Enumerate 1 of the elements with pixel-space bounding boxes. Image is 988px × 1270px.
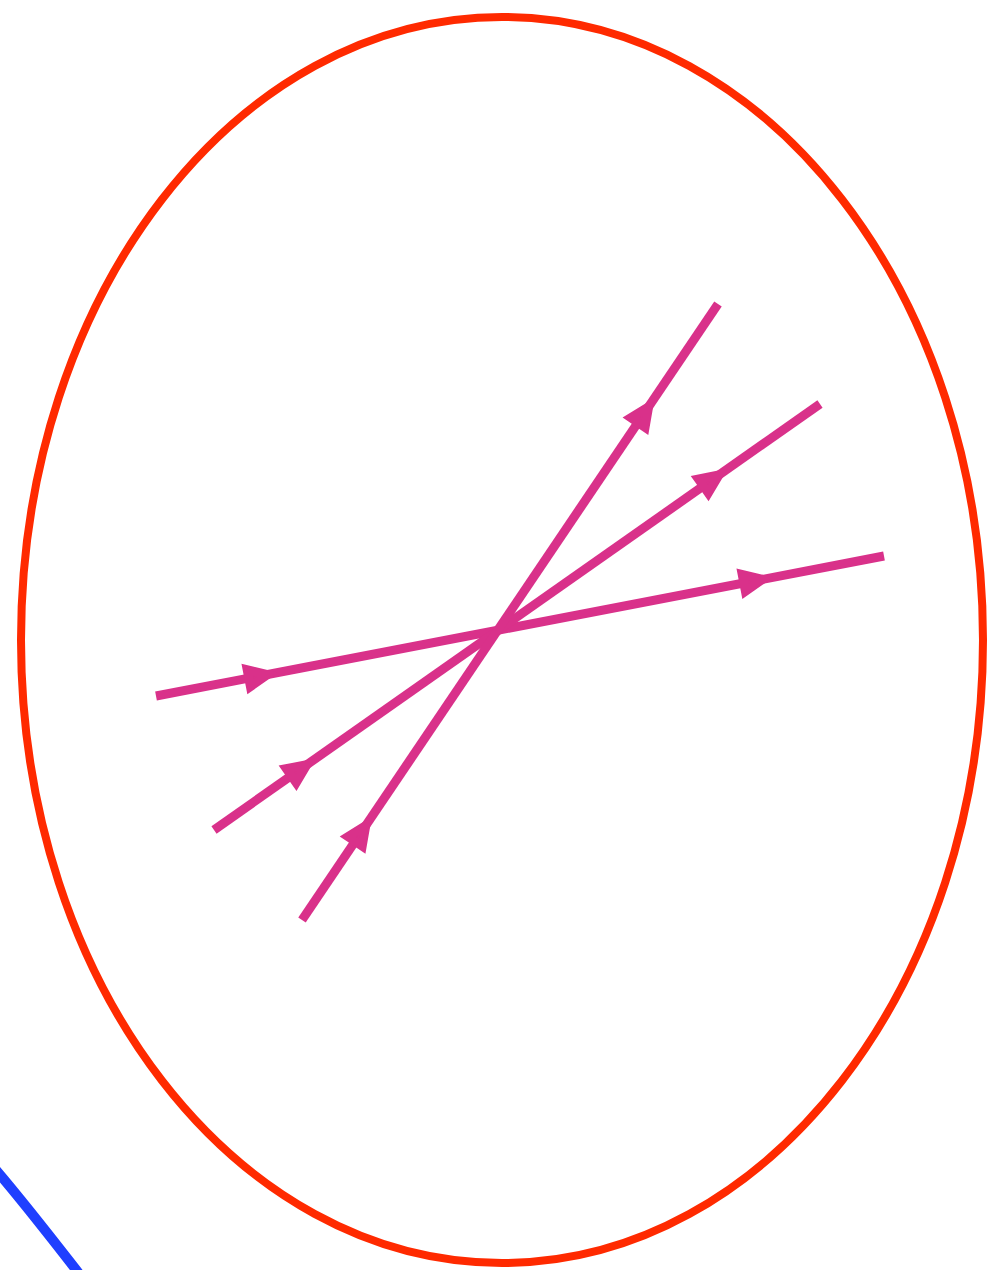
- ellipse-outline: [17, 13, 987, 1267]
